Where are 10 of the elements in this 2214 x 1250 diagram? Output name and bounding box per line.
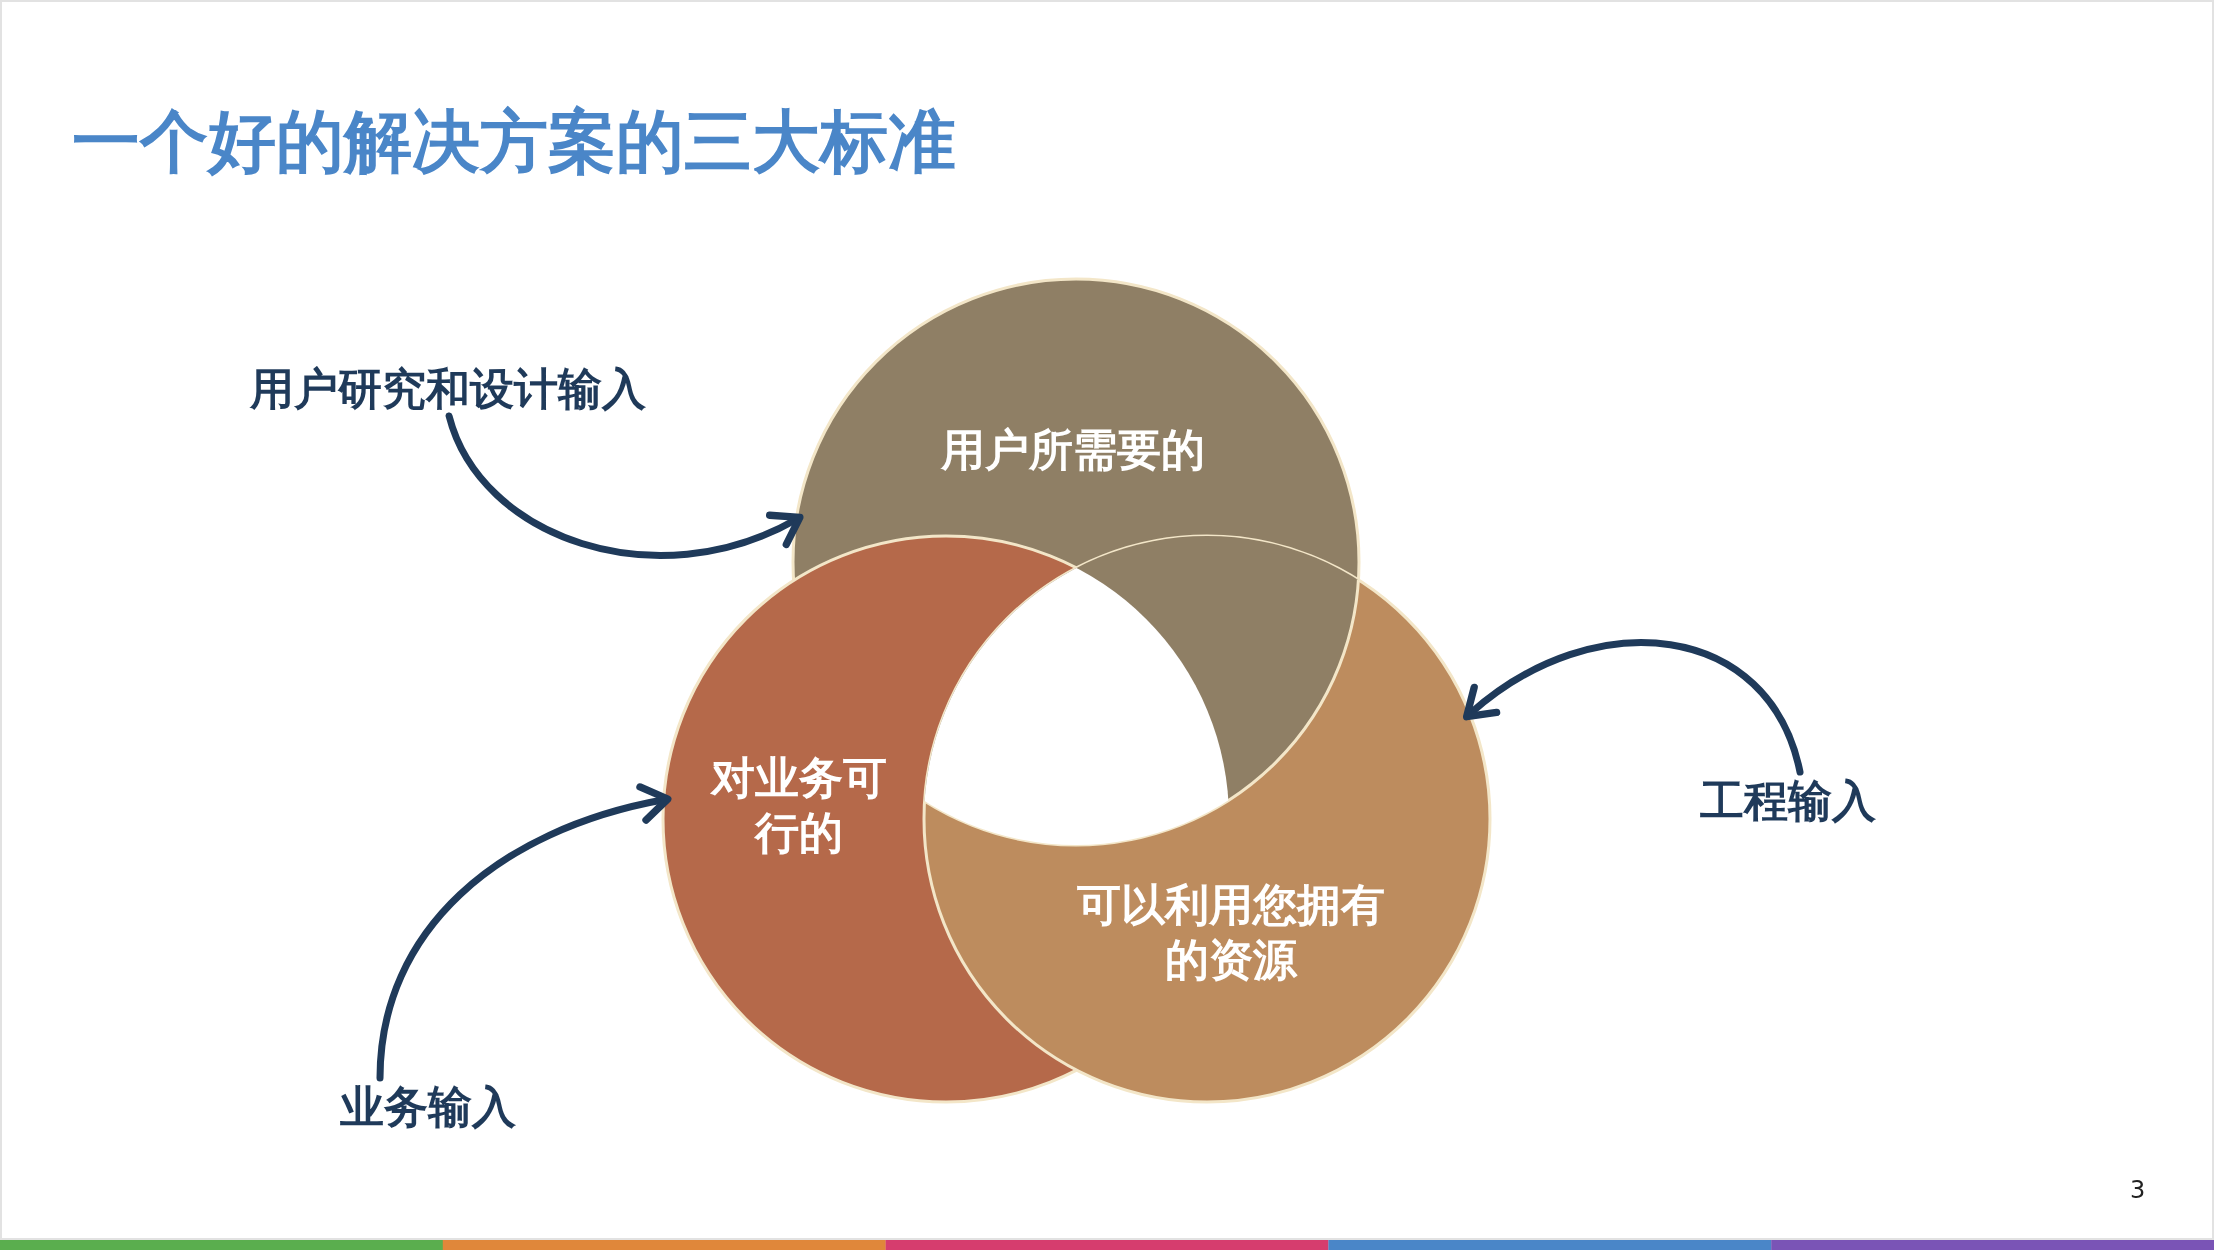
- input-label: 业务输入: [340, 1080, 516, 1134]
- circle-label: 用户所需要的: [939, 422, 1206, 477]
- curved-arrow: [445, 412, 804, 559]
- circle-label: 可以利用您拥有的资源: [1076, 878, 1386, 987]
- page-number: 3: [2130, 1176, 2146, 1204]
- input-label: 用户研究和设计输入: [250, 362, 646, 416]
- curved-arrow: [376, 784, 672, 1082]
- circle-label: 对业务可行的: [709, 751, 888, 860]
- input-label: 工程输入: [1700, 774, 1876, 828]
- curved-arrow: [1462, 639, 1804, 776]
